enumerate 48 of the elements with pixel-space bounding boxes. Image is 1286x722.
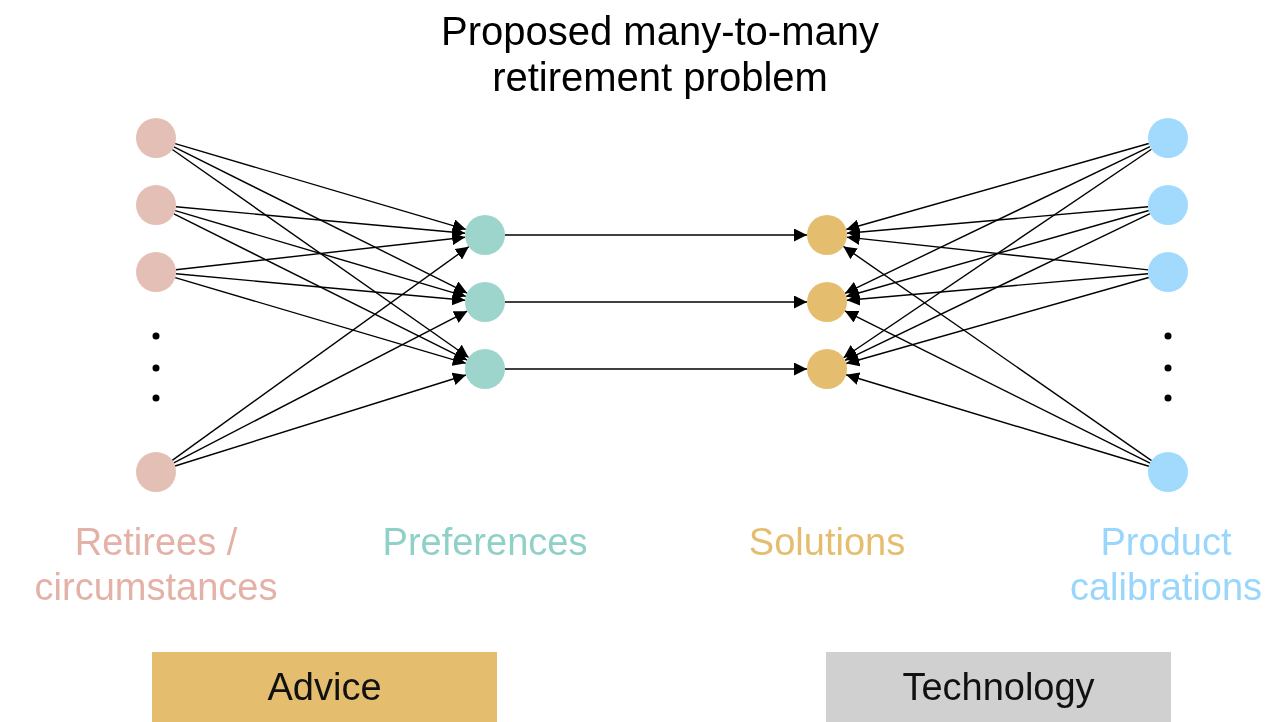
circle-node bbox=[1148, 118, 1188, 158]
label-bar bbox=[826, 652, 1171, 722]
arrow bbox=[175, 232, 466, 271]
circle-node bbox=[465, 349, 505, 389]
arrow bbox=[174, 142, 467, 232]
arrow bbox=[173, 213, 468, 361]
circle-node bbox=[1148, 452, 1188, 492]
circle-node bbox=[807, 349, 847, 389]
arrow bbox=[173, 310, 468, 464]
column-label: Solutions bbox=[747, 520, 907, 565]
circle-node bbox=[1148, 185, 1188, 225]
arrow bbox=[846, 273, 1149, 306]
circle-node bbox=[465, 282, 505, 322]
label-bar bbox=[152, 652, 497, 722]
circle-node bbox=[807, 215, 847, 255]
arrow bbox=[842, 245, 1153, 462]
arrow bbox=[174, 209, 467, 299]
bar-label: Advice bbox=[266, 665, 383, 710]
arrow bbox=[504, 228, 808, 242]
arrow bbox=[846, 232, 1149, 271]
column-label: Retirees / circumstances bbox=[33, 520, 279, 610]
arrow bbox=[844, 212, 1151, 362]
arrow bbox=[845, 142, 1150, 233]
bar-label: Technology bbox=[901, 665, 1096, 710]
arrow bbox=[174, 276, 467, 366]
diagram-title: Proposed many-to-many retirement problem bbox=[440, 8, 880, 100]
arrow bbox=[171, 246, 470, 461]
arrow bbox=[171, 148, 470, 359]
circle-node bbox=[136, 118, 176, 158]
arrow bbox=[844, 310, 1151, 464]
arrow bbox=[845, 209, 1150, 300]
circle-node bbox=[807, 282, 847, 322]
arrow bbox=[842, 148, 1153, 359]
arrow bbox=[504, 295, 808, 309]
arrow bbox=[175, 273, 466, 306]
column-label: Product calibrations bbox=[1068, 520, 1264, 610]
arrow bbox=[174, 372, 467, 467]
circle-node bbox=[465, 215, 505, 255]
arrow bbox=[844, 145, 1151, 295]
column-label: Preferences bbox=[381, 520, 589, 565]
arrow bbox=[845, 276, 1150, 367]
arrow bbox=[845, 372, 1150, 467]
arrow bbox=[173, 146, 468, 294]
circle-node bbox=[136, 252, 176, 292]
circle-node bbox=[136, 185, 176, 225]
circle-node bbox=[136, 452, 176, 492]
circle-node bbox=[1148, 252, 1188, 292]
arrow bbox=[504, 362, 808, 376]
